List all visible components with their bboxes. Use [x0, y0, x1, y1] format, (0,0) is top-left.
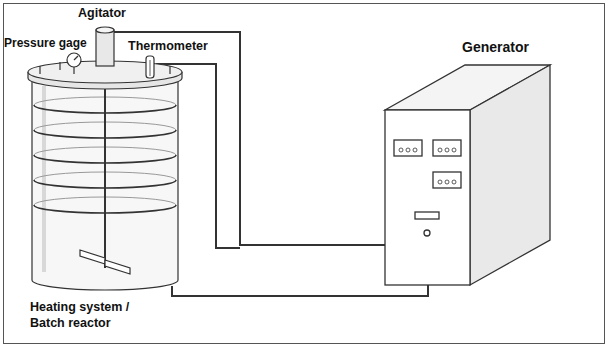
gauge-stem [73, 67, 74, 74]
part-label: Agitator [78, 5, 126, 21]
display [394, 140, 422, 156]
thermometer [146, 56, 154, 78]
part-label: Heating system / Batch reactor [30, 299, 154, 332]
heating-coil [34, 105, 176, 213]
slot [415, 212, 439, 219]
batch-reactor [28, 27, 182, 290]
part-label: Thermometer [128, 38, 208, 54]
thermometer-column [149, 60, 150, 76]
display-dots [399, 148, 456, 184]
heater-wire [172, 285, 428, 296]
display [433, 140, 461, 156]
impeller-blade [80, 250, 105, 264]
glass-shine [42, 86, 46, 272]
display [433, 172, 461, 188]
motor-top [96, 27, 114, 33]
figure-frame [4, 4, 605, 344]
part-label: Generator [462, 38, 529, 56]
generator-front [385, 110, 470, 285]
part-label: Pressure gage [4, 36, 87, 52]
agitator-shaft [104, 64, 106, 268]
generator-side [470, 65, 550, 285]
agitator-motor [96, 30, 114, 66]
generator [385, 65, 550, 285]
impeller-blade [105, 260, 130, 274]
gauge-needle [74, 56, 78, 60]
pressure-gauge [67, 53, 81, 67]
power-button [424, 230, 430, 236]
